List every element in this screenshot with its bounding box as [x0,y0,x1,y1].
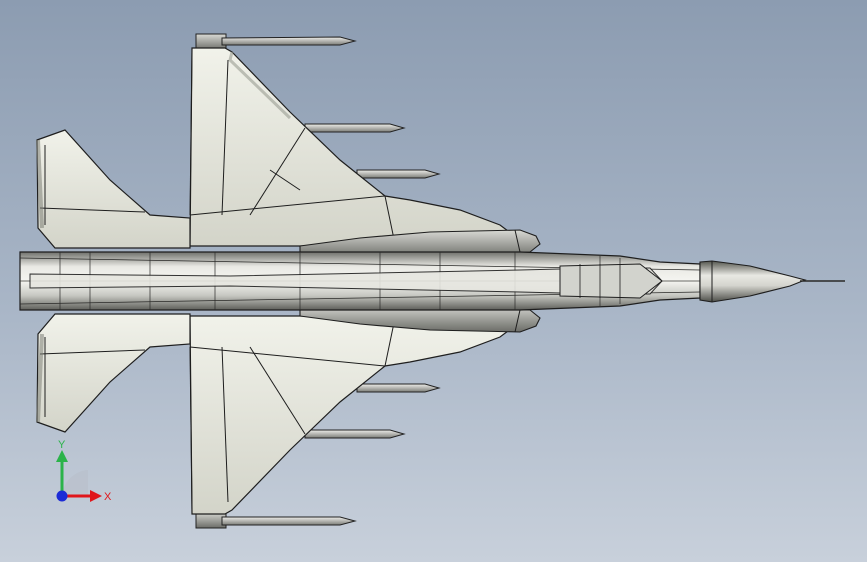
missile-top-outer[interactable] [195,33,357,51]
orientation-triad[interactable]: Y X [40,438,120,518]
x-axis-arrow-icon [90,490,102,502]
wing-bottom[interactable] [189,315,522,515]
tailplane-top[interactable] [36,129,191,249]
missile-top-mid[interactable] [304,123,406,133]
tailplane-bottom[interactable] [36,313,191,433]
y-axis-arrow-icon [56,450,68,462]
missile-bottom-outer[interactable] [195,511,357,529]
missile-bottom-inner[interactable] [356,383,441,393]
z-axis-dot-icon [56,490,68,502]
fuselage[interactable] [19,251,701,311]
x-axis-label: X [104,491,112,503]
y-axis-label: Y [58,439,66,451]
wing-top[interactable] [189,47,522,247]
triad-plane-fill [62,470,88,496]
missile-bottom-mid[interactable] [304,429,406,439]
nose-cone[interactable] [699,260,845,303]
missile-top-inner[interactable] [356,169,441,179]
